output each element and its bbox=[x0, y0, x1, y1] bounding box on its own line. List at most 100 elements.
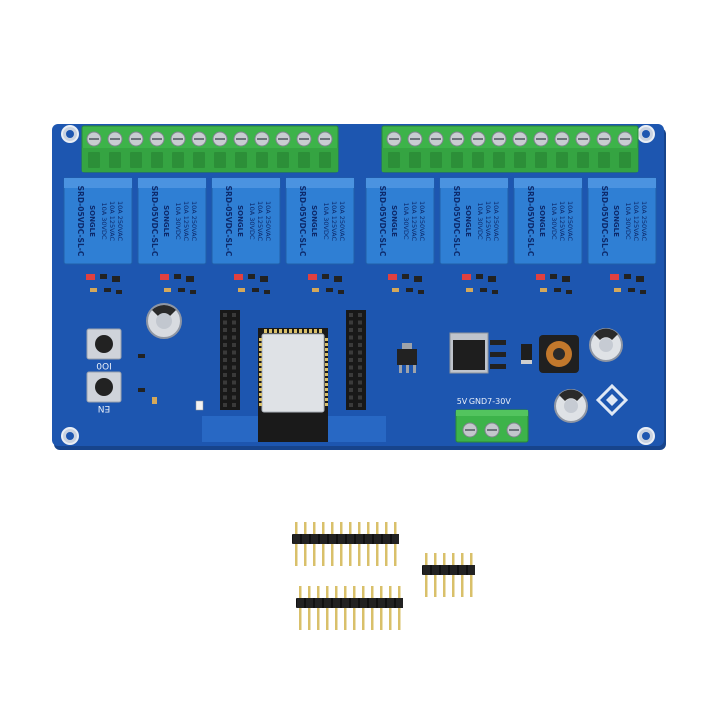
screw-terminal[interactable] bbox=[275, 131, 291, 168]
relay-rating-1: 10A 250VAC bbox=[338, 201, 346, 242]
mounting-holes bbox=[61, 125, 655, 445]
screw-terminal[interactable] bbox=[512, 131, 528, 168]
power-label-input: 7-30V bbox=[487, 397, 511, 406]
relay-rating-3: 10A 30VDC bbox=[248, 202, 256, 240]
button-en[interactable]: EN bbox=[86, 371, 122, 413]
relay-rating-1: 10A 250VAC bbox=[116, 201, 124, 242]
esp32-module bbox=[202, 328, 386, 442]
relay-model: SRD-05VDC-SL-C bbox=[224, 186, 233, 257]
screw-terminal[interactable] bbox=[149, 131, 165, 168]
diode bbox=[521, 344, 532, 364]
relay-rating-2: 10A 125VAC bbox=[410, 201, 418, 242]
button-resistors bbox=[138, 354, 204, 411]
screw-terminal[interactable] bbox=[254, 131, 270, 168]
relay-model: SRD-05VDC-SL-C bbox=[76, 186, 85, 257]
pin-header-strip bbox=[296, 586, 403, 630]
female-header bbox=[346, 310, 366, 410]
relay-brand: SONGLE bbox=[612, 205, 620, 237]
relay-rating-1: 10A 250VAC bbox=[264, 201, 272, 242]
screw-terminal[interactable] bbox=[317, 131, 333, 168]
relay-rating-1: 10A 250VAC bbox=[418, 201, 426, 242]
relay-rating-2: 10A 125VAC bbox=[484, 201, 492, 242]
button-label-io0: IO0 bbox=[96, 360, 112, 370]
relay-brand: SONGLE bbox=[162, 205, 170, 237]
power-label-5v: 5V bbox=[457, 397, 468, 406]
screw-terminal[interactable] bbox=[386, 131, 402, 168]
relay-brand: SONGLE bbox=[464, 205, 472, 237]
logo-mark bbox=[595, 383, 629, 417]
screw-terminal[interactable] bbox=[596, 131, 612, 168]
module-shield bbox=[261, 333, 325, 413]
screw-terminal[interactable] bbox=[191, 131, 207, 168]
relay-brand: SONGLE bbox=[236, 205, 244, 237]
relay-brand: SONGLE bbox=[310, 205, 318, 237]
screw-terminal[interactable] bbox=[617, 131, 633, 168]
module-castellations bbox=[259, 329, 328, 406]
relay-rating-1: 10A 250VAC bbox=[640, 201, 648, 242]
relay-rating-2: 10A 125VAC bbox=[256, 201, 264, 242]
power-input-terminal: 7-30V GND 5V bbox=[455, 397, 529, 443]
screw-terminal[interactable] bbox=[554, 131, 570, 168]
screw-terminal[interactable] bbox=[128, 131, 144, 168]
relay-rating-2: 10A 125VAC bbox=[182, 201, 190, 242]
relay-rating-3: 10A 30VDC bbox=[550, 202, 558, 240]
capacitor bbox=[146, 303, 182, 339]
screw-terminal[interactable] bbox=[470, 131, 486, 168]
relay-brand: SONGLE bbox=[88, 205, 96, 237]
relay-rating-3: 10A 30VDC bbox=[174, 202, 182, 240]
female-pin-headers bbox=[220, 310, 366, 410]
capacitor-right-bottom bbox=[554, 389, 588, 423]
screw-terminal[interactable] bbox=[170, 131, 186, 168]
screw-terminal[interactable] bbox=[407, 131, 423, 168]
female-header bbox=[220, 310, 240, 410]
screw-terminal[interactable] bbox=[233, 131, 249, 168]
relay-rating-3: 10A 30VDC bbox=[476, 202, 484, 240]
relay-rating-2: 10A 125VAC bbox=[632, 201, 640, 242]
relay-rating-1: 10A 250VAC bbox=[190, 201, 198, 242]
relay-rating-3: 10A 30VDC bbox=[402, 202, 410, 240]
button-label-en: EN bbox=[98, 403, 110, 413]
capacitor-right-top bbox=[589, 328, 623, 362]
relay-model: SRD-05VDC-SL-C bbox=[378, 186, 387, 257]
screw-terminal-block-left bbox=[81, 125, 339, 173]
relay-rating-2: 10A 125VAC bbox=[108, 201, 116, 242]
relay-model: SRD-05VDC-SL-C bbox=[526, 186, 535, 257]
button-io0[interactable]: IO0 bbox=[86, 328, 122, 370]
relay-rating-1: 10A 250VAC bbox=[492, 201, 500, 242]
relay-rating-3: 10A 30VDC bbox=[100, 202, 108, 240]
inductor bbox=[539, 335, 579, 373]
voltage-regulator-small bbox=[397, 343, 417, 373]
relay-model: SRD-05VDC-SL-C bbox=[452, 186, 461, 257]
screw-terminal[interactable] bbox=[533, 131, 549, 168]
screw-terminal[interactable] bbox=[86, 131, 102, 168]
screw-terminal-block-right bbox=[381, 125, 639, 173]
screw-terminal[interactable] bbox=[491, 131, 507, 168]
screw-terminal[interactable] bbox=[212, 131, 228, 168]
relay-model: SRD-05VDC-SL-C bbox=[150, 186, 159, 257]
relay-rating-3: 10A 30VDC bbox=[322, 202, 330, 240]
relay-brand: SONGLE bbox=[390, 205, 398, 237]
screw-terminal[interactable] bbox=[428, 131, 444, 168]
screw-terminal[interactable] bbox=[449, 131, 465, 168]
relay-brand: SONGLE bbox=[538, 205, 546, 237]
relay-model: SRD-05VDC-SL-C bbox=[298, 186, 307, 257]
screw-terminal[interactable] bbox=[296, 131, 312, 168]
voltage-regulator-large bbox=[449, 332, 506, 374]
relay-driver-components bbox=[86, 274, 646, 294]
relay-rating-1: 10A 250VAC bbox=[566, 201, 574, 242]
relay-model: SRD-05VDC-SL-C bbox=[600, 186, 609, 257]
screw-terminal[interactable] bbox=[575, 131, 591, 168]
relay-rating-3: 10A 30VDC bbox=[624, 202, 632, 240]
screw-terminal[interactable] bbox=[107, 131, 123, 168]
